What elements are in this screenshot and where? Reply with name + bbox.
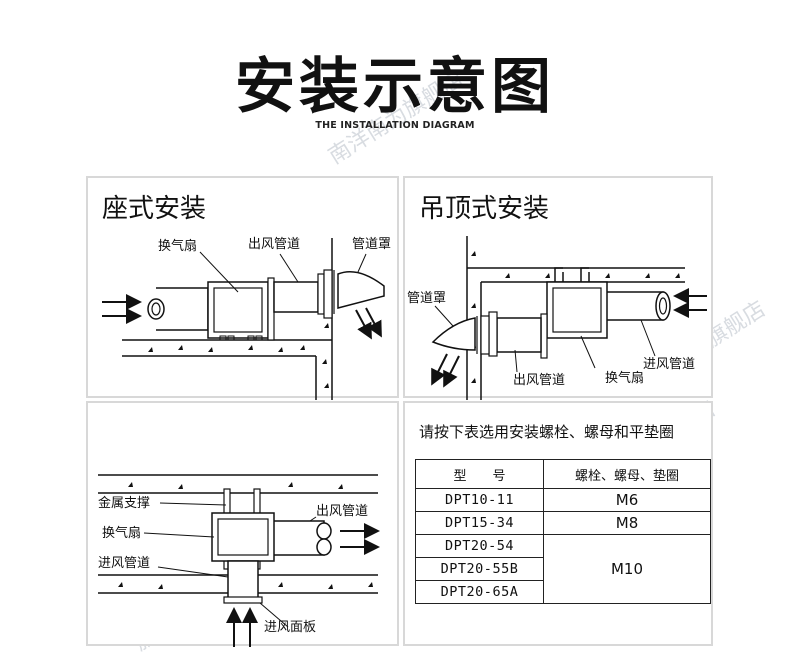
spec-table-title: 请按下表选用安装螺栓、螺母和平垫圈	[419, 423, 675, 441]
floor-mount-diagram: 换气扇 出风管道 管道罩	[102, 237, 391, 400]
table-row: DPT15-34 M8	[414, 511, 711, 535]
label-fan: 换气扇	[158, 238, 197, 254]
label-metal-support: 金属支撑	[98, 495, 150, 511]
cell-model: DPT20-65A	[414, 580, 545, 604]
table-row: DPT10-11 M6	[414, 488, 711, 512]
ceiling-mount-diagram: 管道罩 出风管道 换气扇 进风管道	[407, 236, 707, 400]
label-inlet-duct: 进风管道	[643, 357, 695, 372]
spec-table: 型 号 螺栓、螺母、垫圈 DPT10-11 M6 DPT15-34 M8 DPT…	[414, 459, 711, 604]
page-subtitle: THE INSTALLATION DIAGRAM	[315, 120, 475, 131]
cell-model: DPT20-54	[414, 534, 545, 558]
page-title: 安装示意图	[235, 52, 555, 122]
cell-model: DPT20-55B	[414, 557, 545, 581]
table-header-row: 型 号 螺栓、螺母、垫圈	[414, 459, 711, 489]
table-row: DPT20-54 M10	[414, 534, 711, 604]
cell-bolt: M8	[543, 511, 711, 535]
cell-bolt: M6	[543, 488, 711, 512]
label-outlet-duct: 出风管道	[248, 237, 300, 252]
label-duct-hood: 管道罩	[352, 237, 391, 252]
label-fan: 换气扇	[102, 525, 141, 541]
label-duct-hood: 管道罩	[407, 291, 446, 306]
floor-mount-title: 座式安装	[102, 194, 207, 224]
ceiling-mount-title: 吊顶式安装	[419, 194, 550, 224]
vertical-mount-panel: 金属支撑 换气扇 进风管道 出风管道 进风面板	[86, 401, 399, 647]
ceiling-mount-panel: 吊顶式安装	[403, 176, 713, 400]
cell-model: DPT15-34	[414, 511, 545, 535]
label-inlet-duct: 进风管道	[98, 556, 150, 571]
spec-table-panel: 请按下表选用安装螺栓、螺母和平垫圈 型 号 螺栓、螺母、垫圈 DPT10-11 …	[403, 401, 713, 646]
vertical-mount-diagram: 金属支撑 换气扇 进风管道 出风管道 进风面板	[98, 474, 380, 647]
concrete-hatch	[118, 482, 373, 589]
label-fan: 换气扇	[605, 370, 644, 386]
table-row: DPT20-65A	[414, 580, 711, 604]
floor-mount-panel: 座式安装	[86, 176, 399, 400]
label-outlet-duct: 出风管道	[316, 504, 368, 519]
label-inlet-panel: 进风面板	[264, 620, 316, 635]
cell-model: DPT10-11	[414, 488, 545, 512]
label-outlet-duct: 出风管道	[513, 373, 565, 388]
cell-bolt: M10	[543, 534, 711, 604]
column-header-fasteners: 螺栓、螺母、垫圈	[543, 459, 711, 489]
column-header-model: 型 号	[414, 459, 545, 489]
